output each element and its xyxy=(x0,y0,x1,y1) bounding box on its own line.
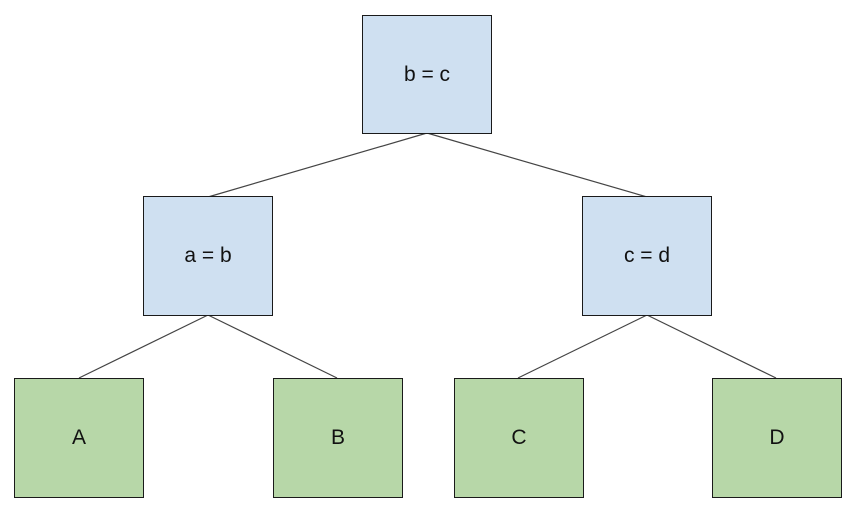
node-leaf-d-label: D xyxy=(769,426,785,449)
node-leaf-c-label: C xyxy=(511,426,527,449)
node-left-label: a = b xyxy=(184,244,232,267)
edge-right-leaf-c xyxy=(517,314,648,379)
node-leaf-a: A xyxy=(14,378,144,498)
node-root-label: b = c xyxy=(403,62,451,86)
node-leaf-b: B xyxy=(273,378,403,498)
node-leaf-d: D xyxy=(712,378,842,498)
node-leaf-b-label: B xyxy=(330,426,345,449)
node-right-label: c = d xyxy=(623,244,671,267)
edge-right-leaf-d xyxy=(646,314,777,379)
edge-left-leaf-b xyxy=(207,314,338,379)
node-right: c = d xyxy=(582,196,712,316)
node-root: b = c xyxy=(362,15,492,134)
node-leaf-a-label: A xyxy=(71,426,86,449)
node-leaf-c: C xyxy=(454,378,584,498)
edge-root-left xyxy=(207,132,428,198)
node-left: a = b xyxy=(143,196,273,316)
edge-root-right xyxy=(426,132,648,198)
edge-left-leaf-a xyxy=(78,314,209,379)
